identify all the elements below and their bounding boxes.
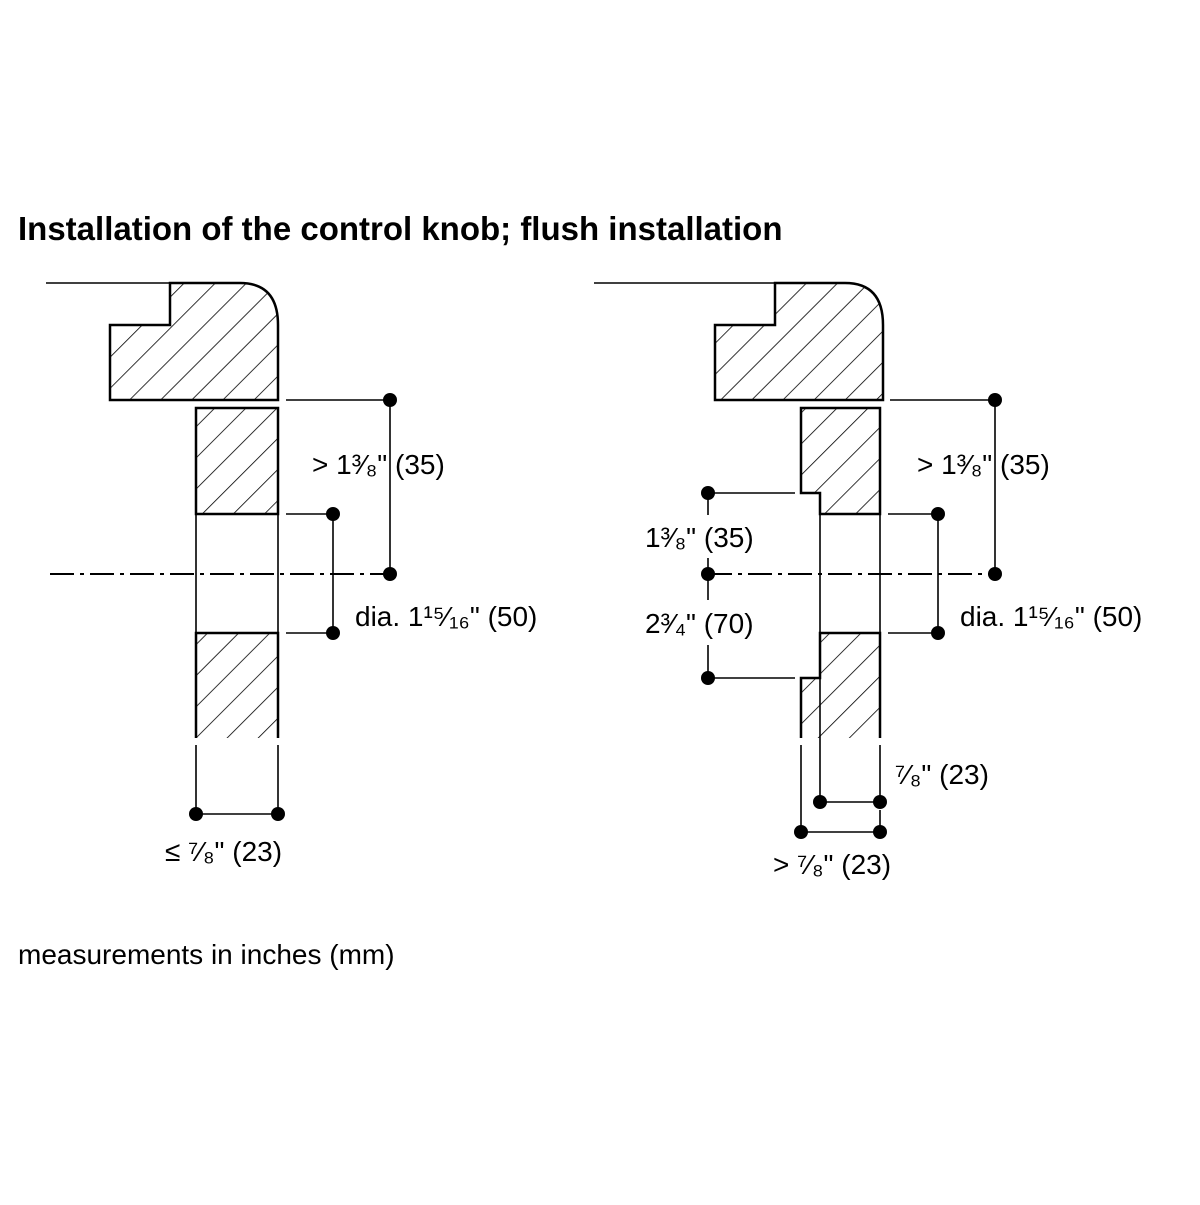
measurement-note: measurements in inches (mm) <box>18 939 395 970</box>
right-view: > 1³⁄₈" (35) dia. 1¹⁵⁄₁₆" (50) 1³⁄₈" (35… <box>594 281 1142 880</box>
left-knob-section <box>108 281 280 402</box>
right-outer-dot-left <box>794 825 808 839</box>
left-view: > 1³⁄₈" (35) dia. 1¹⁵⁄₁₆" (50) ≤ ⁷⁄₈" (2… <box>46 281 537 867</box>
right-dia-dot-bottom <box>931 626 945 640</box>
right-step-dot-center <box>701 567 715 581</box>
right-step-lower-label: 2³⁄₄" (70) <box>645 608 754 639</box>
left-height-dot-top <box>383 393 397 407</box>
right-step-dot-top <box>701 486 715 500</box>
left-thick-label: ≤ ⁷⁄₈" (23) <box>165 836 282 867</box>
left-thick-dot-right <box>271 807 285 821</box>
right-inner-dot-right <box>873 795 887 809</box>
left-panel-lower-block <box>194 631 280 738</box>
left-dia-label: dia. 1¹⁵⁄₁₆" (50) <box>355 601 537 632</box>
left-height-dot-bottom <box>383 567 397 581</box>
right-step-upper-label: 1³⁄₈" (35) <box>645 522 754 553</box>
right-inner-label: ⁷⁄₈" (23) <box>895 759 989 790</box>
right-height-dot-top <box>988 393 1002 407</box>
right-dia-label: dia. 1¹⁵⁄₁₆" (50) <box>960 601 1142 632</box>
right-dia-dot-top <box>931 507 945 521</box>
right-outer-label: > ⁷⁄₈" (23) <box>773 849 891 880</box>
left-panel-upper-block <box>194 406 280 516</box>
right-height-label: > 1³⁄₈" (35) <box>917 449 1050 480</box>
right-step-dot-bottom <box>701 671 715 685</box>
left-dia-dot-top <box>326 507 340 521</box>
left-height-label: > 1³⁄₈" (35) <box>312 449 445 480</box>
left-thick-dot-left <box>189 807 203 821</box>
right-knob-section <box>713 281 885 402</box>
right-height-dot-bottom <box>988 567 1002 581</box>
right-inner-dot-left <box>813 795 827 809</box>
right-panel-lower-block <box>799 631 882 738</box>
left-dia-dot-bottom <box>326 626 340 640</box>
diagram-title: Installation of the control knob; flush … <box>18 210 783 247</box>
right-outer-dot-right <box>873 825 887 839</box>
right-panel-upper-block <box>799 406 882 516</box>
